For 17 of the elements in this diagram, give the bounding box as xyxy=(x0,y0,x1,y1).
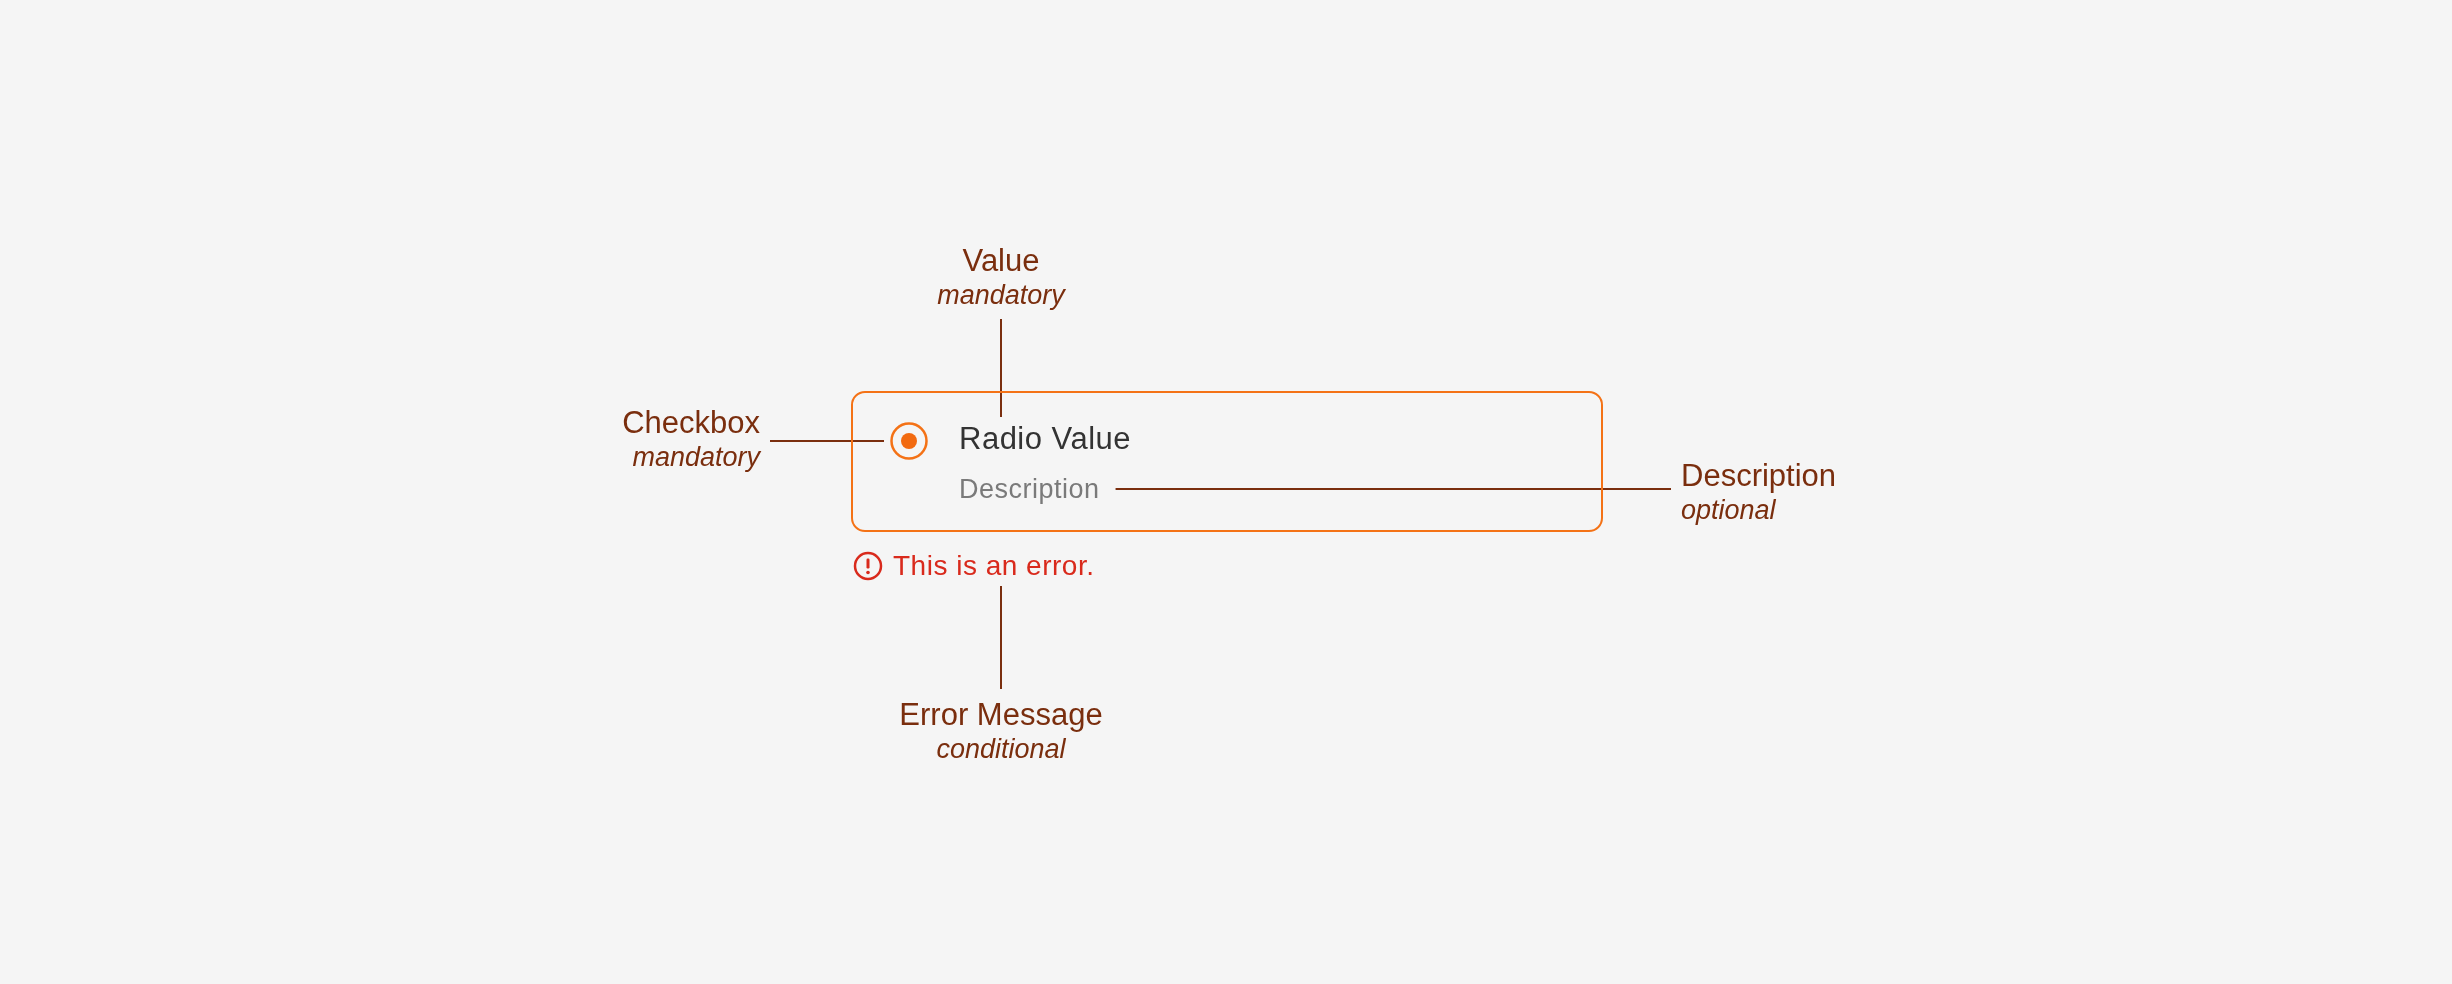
callout-note: mandatory xyxy=(937,279,1065,311)
callout-title: Error Message xyxy=(899,697,1103,733)
option-label: Radio Value xyxy=(959,421,1132,457)
radio-card xyxy=(851,391,1603,532)
error-message: This is an error. xyxy=(893,550,1095,582)
leader-line xyxy=(1000,318,1002,418)
leader-line xyxy=(1114,488,1672,490)
radio-button xyxy=(890,422,928,460)
callout-note: mandatory xyxy=(632,441,760,473)
callout-title: Value xyxy=(962,243,1040,279)
leader-line xyxy=(769,440,885,442)
callout-title: Checkbox xyxy=(622,405,760,441)
callout-note: conditional xyxy=(936,733,1066,765)
callout-note: optional xyxy=(1681,494,1776,526)
leader-line xyxy=(1000,585,1002,690)
option-description: Description xyxy=(959,473,1100,505)
callout-title: Description xyxy=(1681,458,1837,494)
